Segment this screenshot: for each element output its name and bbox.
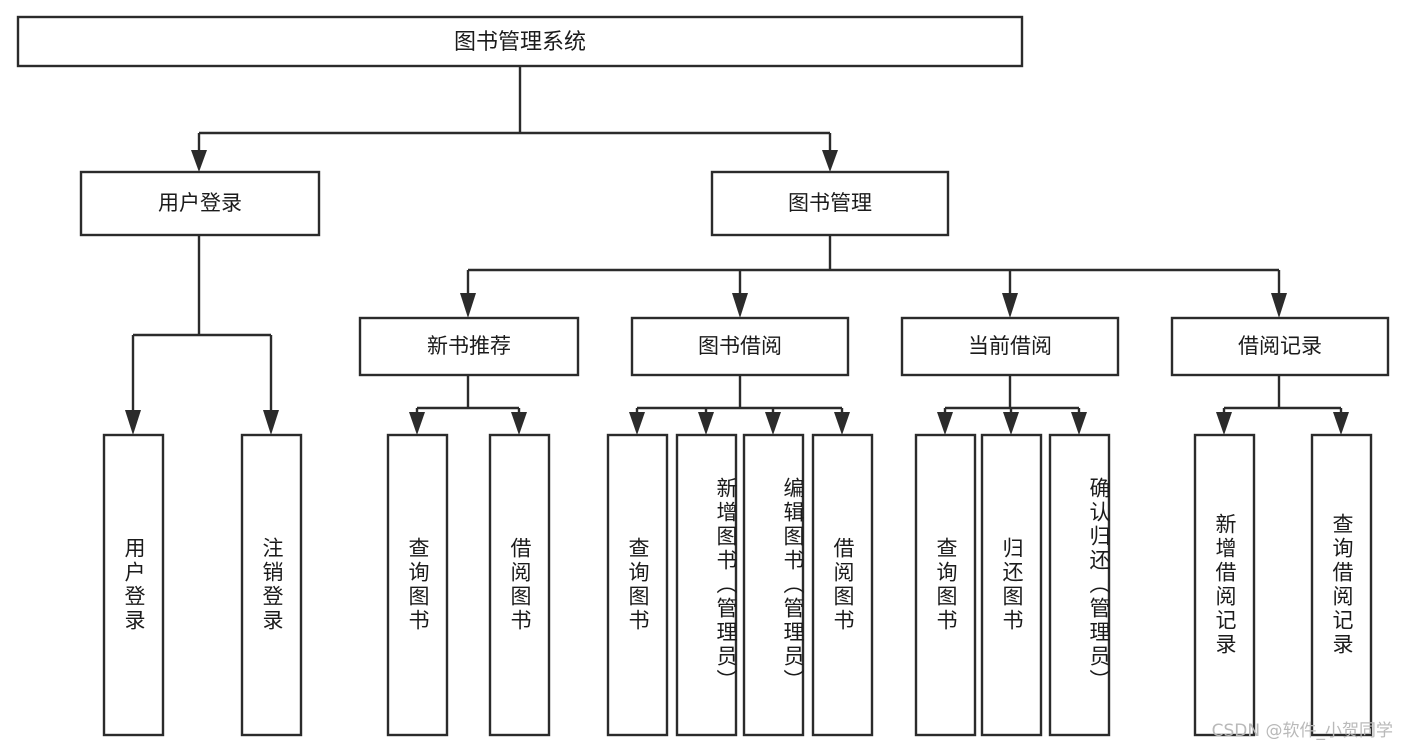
arrow-head-record-child-2	[1333, 412, 1349, 435]
node-box-book-borrow[interactable]	[630, 316, 850, 377]
arrow-head-bookmgmt-child-2	[732, 293, 748, 318]
arrow-head-newbook-child-1	[409, 412, 425, 435]
arrow-head-current-child-2	[1003, 412, 1019, 435]
connector-group-userlogin	[125, 235, 279, 435]
node-box-book-management[interactable]	[710, 170, 950, 237]
arrow-head-bookmgmt-child-4	[1271, 293, 1287, 318]
arrow-head-current-child-1	[937, 412, 953, 435]
arrow-head-newbook-child-2	[511, 412, 527, 435]
leaf-box-user-login-login[interactable]	[102, 433, 165, 737]
leaf-box-user-login-logout[interactable]	[240, 433, 303, 737]
connector-group-root	[191, 66, 838, 172]
leaf-box-borrow-lend[interactable]	[811, 433, 874, 737]
leaf-box-record-query[interactable]	[1310, 433, 1373, 737]
node-label-user-login: 用户登录	[158, 191, 242, 215]
connector-group-record	[1216, 375, 1349, 435]
leaf-box-newbook-borrow[interactable]	[488, 433, 551, 737]
arrow-head-borrow-child-4	[834, 412, 850, 435]
node-box-new-book-recommend[interactable]	[358, 316, 580, 377]
node-box-user-login[interactable]	[79, 170, 321, 237]
leaf-box-borrow-query[interactable]	[606, 433, 669, 737]
connector-group-bookmgmt	[460, 235, 1287, 318]
watermark-text: CSDN @软件_小贺同学	[1211, 721, 1393, 741]
leaf-box-record-add[interactable]	[1193, 433, 1256, 737]
node-box-root[interactable]	[16, 15, 1024, 68]
connector-group-newbook	[409, 375, 527, 435]
node-label-current-borrow: 当前借阅	[968, 334, 1052, 358]
arrow-head-record-child-1	[1216, 412, 1232, 435]
arrow-head-bookmgmt-child-3	[1002, 293, 1018, 318]
arrow-head-bookmgmt-child-1	[460, 293, 476, 318]
arrow-head-current-child-3	[1071, 412, 1087, 435]
arrow-head-userlogin-child-2	[263, 410, 279, 435]
node-label-new-book-recommend: 新书推荐	[427, 334, 511, 358]
leaf-box-current-query[interactable]	[914, 433, 977, 737]
node-box-current-borrow[interactable]	[900, 316, 1120, 377]
arrow-head-userlogin-child-1	[125, 410, 141, 435]
leaf-box-newbook-query[interactable]	[386, 433, 449, 737]
arrow-head-borrow-child-3	[765, 412, 781, 435]
arrow-head-userlogin	[191, 150, 207, 172]
node-label-book-management: 图书管理	[788, 191, 872, 215]
node-label-root: 图书管理系统	[454, 30, 586, 55]
leaf-box-borrow-edit[interactable]	[742, 433, 805, 737]
leaf-box-current-return[interactable]	[980, 433, 1043, 737]
node-label-book-borrow: 图书借阅	[698, 334, 782, 358]
arrow-head-borrow-child-2	[698, 412, 714, 435]
node-label-borrow-record: 借阅记录	[1238, 334, 1322, 358]
node-box-borrow-record[interactable]	[1170, 316, 1390, 377]
arrow-head-bookmgmt	[822, 150, 838, 172]
arrow-head-borrow-child-1	[629, 412, 645, 435]
connector-group-current	[937, 375, 1087, 435]
connector-group-borrow	[629, 375, 850, 435]
leaf-box-current-confirm[interactable]	[1048, 433, 1111, 737]
leaf-box-borrow-add[interactable]	[675, 433, 738, 737]
